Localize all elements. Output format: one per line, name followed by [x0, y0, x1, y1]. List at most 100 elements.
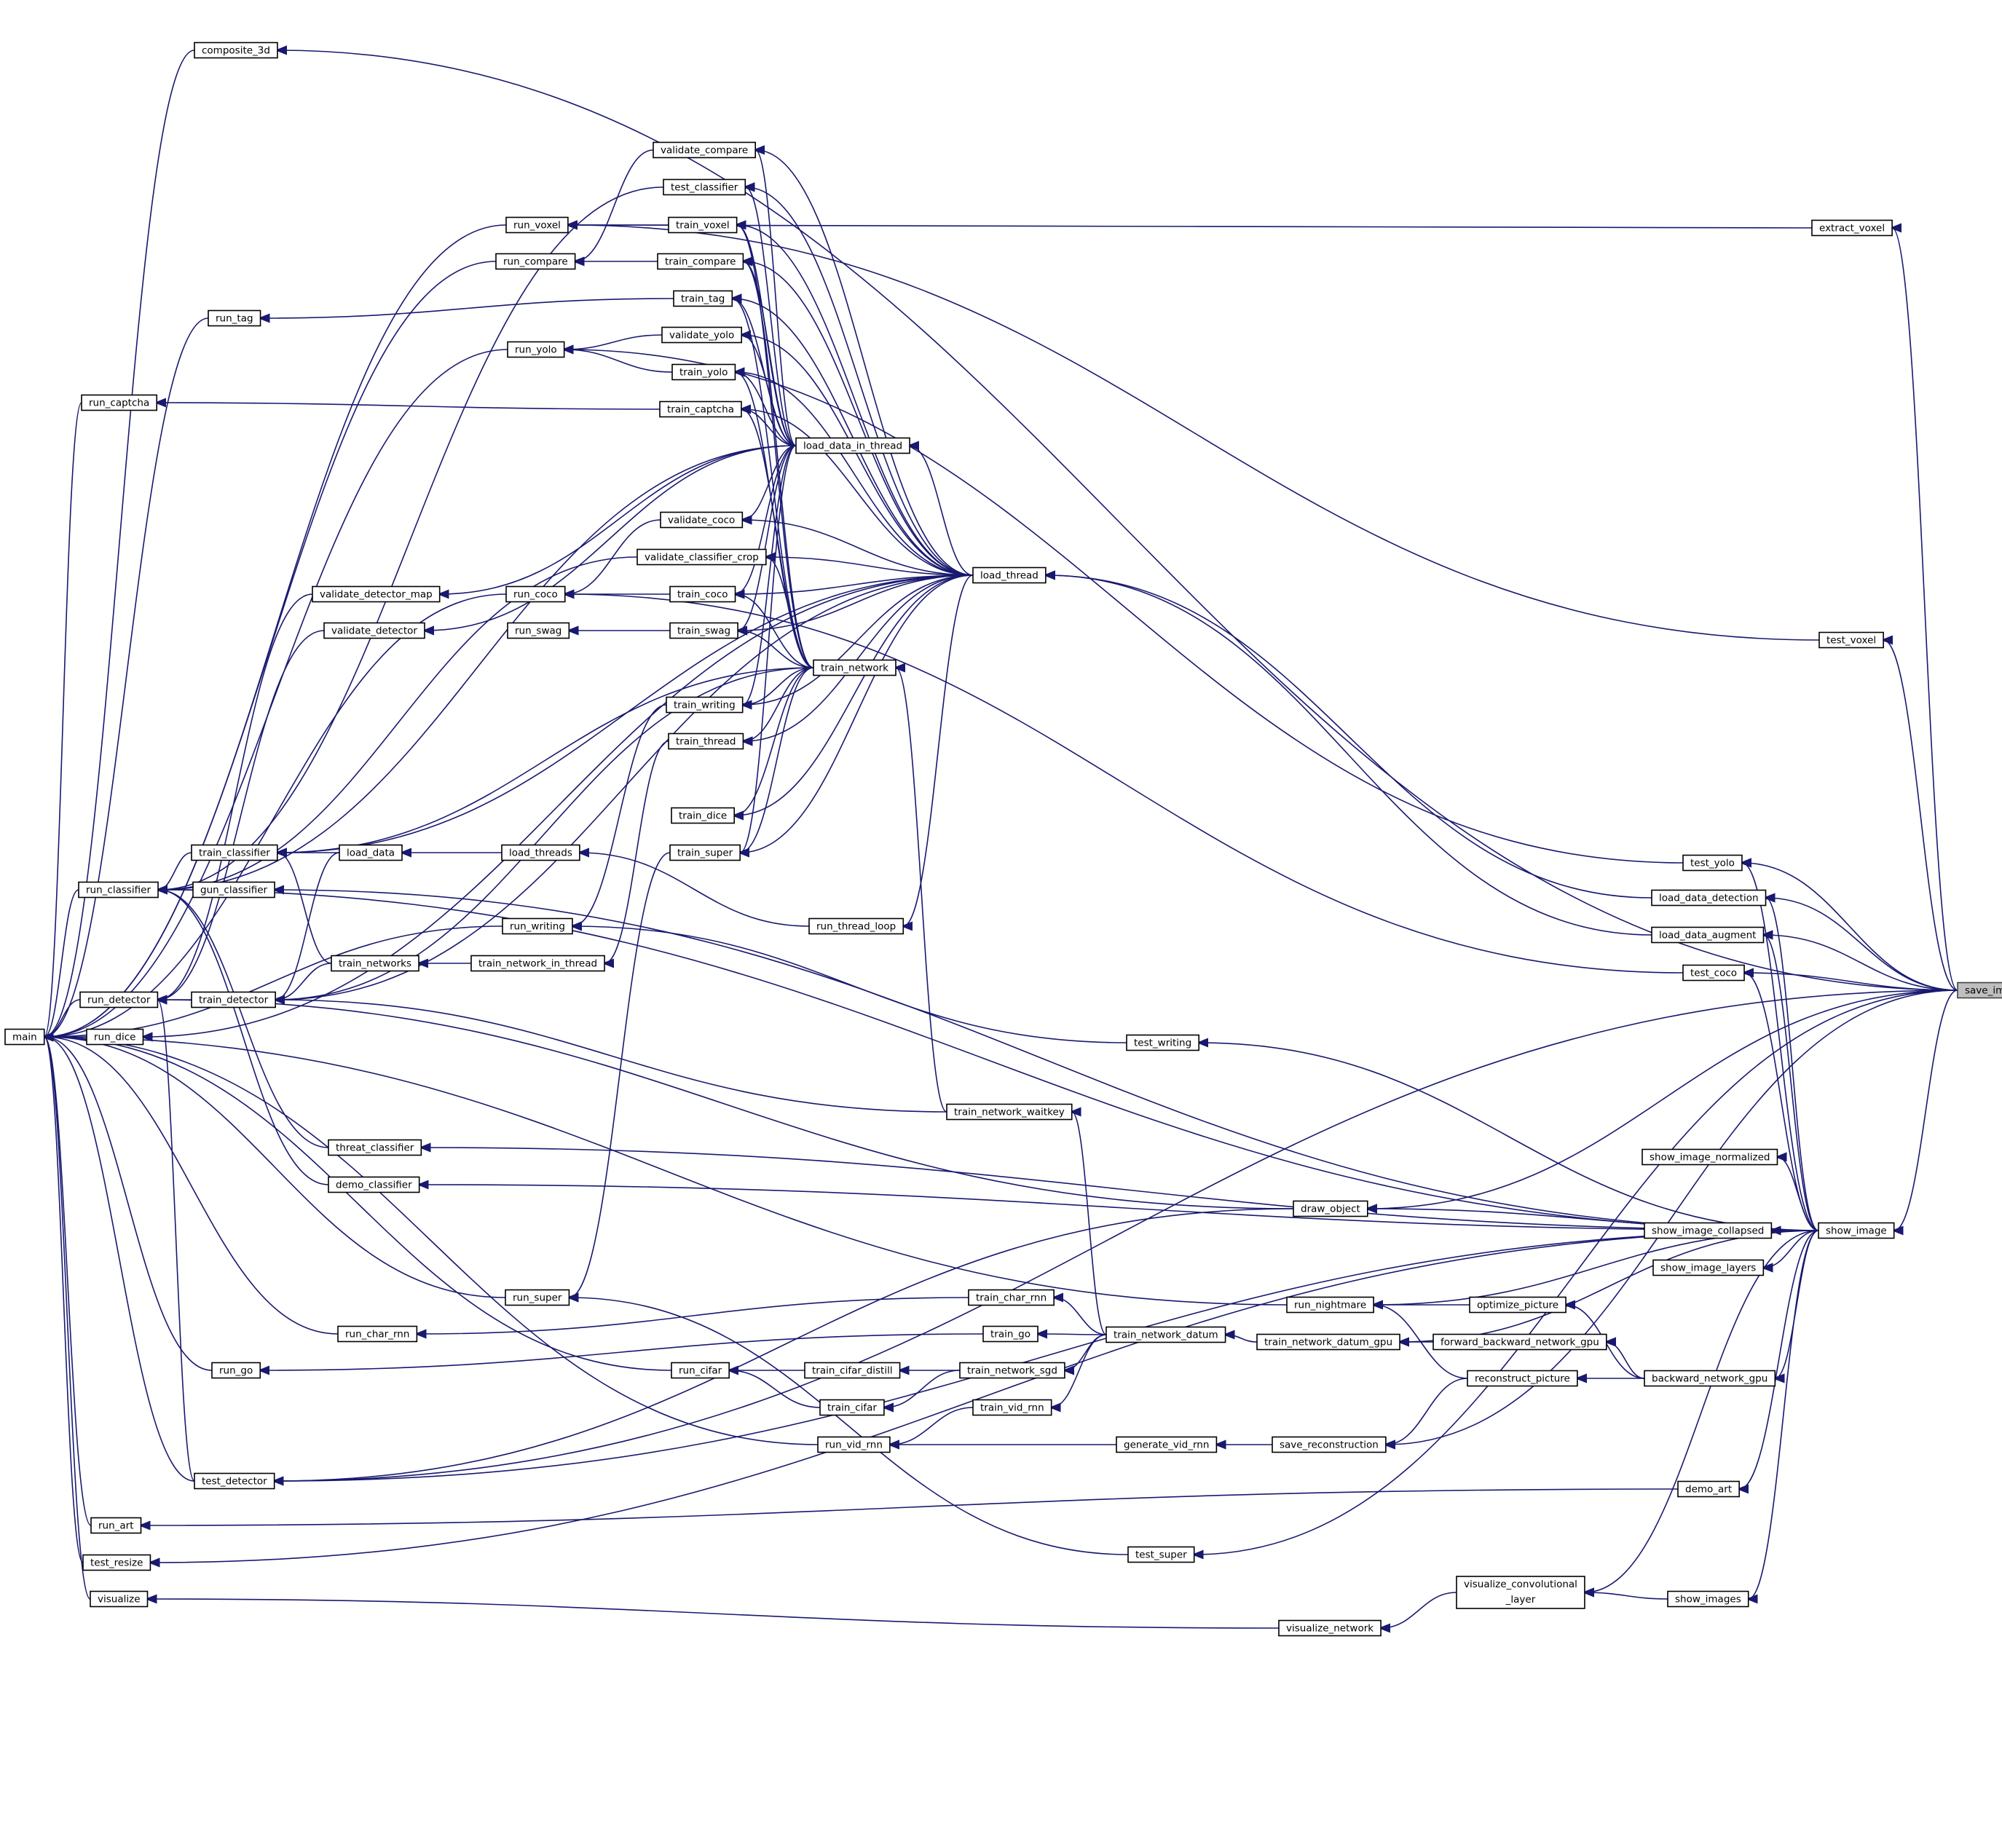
- node-run-dice[interactable]: run_dice: [86, 1028, 144, 1046]
- node-run-compare[interactable]: run_compare: [495, 253, 576, 270]
- node-run-thread-loop[interactable]: run_thread_loop: [808, 917, 905, 935]
- node-train-compare[interactable]: train_compare: [657, 253, 744, 270]
- node-load-data-in-thread[interactable]: load_data_in_thread: [795, 437, 910, 454]
- node-run-swag[interactable]: run_swag: [507, 622, 570, 639]
- node-train-tag[interactable]: train_tag: [673, 290, 733, 307]
- node-train-network-datum-gpu[interactable]: train_network_datum_gpu: [1256, 1333, 1400, 1351]
- node-validate-coco[interactable]: validate_coco: [660, 511, 744, 529]
- node-validate-yolo[interactable]: validate_yolo: [661, 326, 743, 344]
- node-train-writing[interactable]: train_writing: [666, 696, 744, 714]
- node-show-image-collapsed[interactable]: show_image_collapsed: [1644, 1222, 1773, 1239]
- node-test-super[interactable]: test_super: [1127, 1546, 1195, 1563]
- node-test-yolo[interactable]: test_yolo: [1682, 854, 1743, 872]
- node-train-vid-rnn[interactable]: train_vid_rnn: [972, 1399, 1052, 1416]
- node-extract-voxel[interactable]: extract_voxel: [1811, 219, 1893, 237]
- edge-visualize-convolutional-layer-to-show-image: [1585, 1230, 1819, 1592]
- node-train-cifar[interactable]: train_cifar: [819, 1399, 885, 1416]
- node-test-resize[interactable]: test_resize: [82, 1554, 151, 1571]
- node-train-network-datum[interactable]: train_network_datum: [1106, 1326, 1226, 1343]
- node-train-voxel[interactable]: train_voxel: [668, 216, 738, 234]
- node-train-coco[interactable]: train_coco: [669, 585, 736, 603]
- node-run-nightmare[interactable]: run_nightmare: [1286, 1296, 1374, 1314]
- node-train-thread[interactable]: train_thread: [668, 733, 744, 750]
- node-load-data-detection[interactable]: load_data_detection: [1651, 889, 1767, 907]
- node-box: [505, 216, 569, 234]
- node-test-coco[interactable]: test_coco: [1682, 964, 1745, 982]
- edge-train-captcha-to-load-thread: [741, 409, 974, 576]
- node-demo-art[interactable]: demo_art: [1677, 1480, 1740, 1498]
- node-train-super[interactable]: train_super: [669, 844, 741, 861]
- node-run-art[interactable]: run_art: [90, 1517, 142, 1534]
- node-gun-classifier[interactable]: gun_classifier: [192, 881, 275, 899]
- node-show-image[interactable]: show_image: [1818, 1222, 1895, 1239]
- edge-train-network-to-train-network-waitkey: [896, 668, 947, 1113]
- node-draw-object[interactable]: draw_object: [1293, 1200, 1368, 1217]
- node-show-images[interactable]: show_images: [1667, 1590, 1749, 1608]
- node-train-network-sgd[interactable]: train_network_sgd: [959, 1362, 1065, 1379]
- node-validate-classifier-crop[interactable]: validate_classifier_crop: [637, 548, 767, 566]
- edge-run-classifier-to-demo-classifier: [158, 890, 329, 1185]
- node-visualize[interactable]: visualize: [90, 1590, 149, 1608]
- node-save-reconstruction[interactable]: save_reconstruction: [1272, 1436, 1387, 1453]
- node-composite-3d[interactable]: composite_3d: [194, 42, 278, 59]
- node-generate-vid-rnn[interactable]: generate_vid_rnn: [1116, 1436, 1218, 1453]
- node-show-image-normalized[interactable]: show_image_normalized: [1642, 1148, 1778, 1166]
- node-run-voxel[interactable]: run_voxel: [505, 216, 569, 234]
- node-run-detector[interactable]: run_detector: [79, 991, 159, 1008]
- node-forward-backward-network-gpu[interactable]: forward_backward_network_gpu: [1432, 1333, 1607, 1351]
- node-reconstruct-picture[interactable]: reconstruct_picture: [1467, 1370, 1578, 1387]
- node-run-yolo[interactable]: run_yolo: [507, 341, 565, 358]
- node-test-writing[interactable]: test_writing: [1126, 1034, 1199, 1051]
- node-run-char-rnn[interactable]: run_char_rnn: [337, 1325, 418, 1343]
- node-label: run_detector: [87, 995, 151, 1006]
- node-run-super[interactable]: run_super: [505, 1289, 570, 1306]
- node-backward-network-gpu[interactable]: backward_network_gpu: [1644, 1370, 1776, 1387]
- node-test-voxel[interactable]: test_voxel: [1818, 631, 1884, 649]
- node-train-networks[interactable]: train_networks: [331, 955, 419, 972]
- node-validate-detector[interactable]: validate_detector: [323, 622, 425, 639]
- node-box: [1667, 1590, 1749, 1608]
- node-load-threads[interactable]: load_threads: [501, 844, 580, 861]
- node-test-detector[interactable]: test_detector: [194, 1472, 275, 1490]
- node-load-thread[interactable]: load_thread: [972, 566, 1047, 584]
- node-box: [79, 991, 159, 1008]
- node-train-detector[interactable]: train_detector: [191, 991, 276, 1008]
- node-run-coco[interactable]: run_coco: [505, 585, 566, 603]
- node-train-classifier[interactable]: train_classifier: [191, 844, 278, 861]
- node-box: [328, 1139, 422, 1156]
- node-save-image[interactable]: save_image: [1957, 982, 2002, 999]
- node-box: [1818, 1222, 1895, 1239]
- node-threat-classifier[interactable]: threat_classifier: [328, 1139, 422, 1156]
- node-run-writing[interactable]: run_writing: [502, 917, 573, 935]
- node-show-image-layers[interactable]: show_image_layers: [1652, 1259, 1765, 1276]
- node-optimize-picture[interactable]: optimize_picture: [1469, 1296, 1566, 1314]
- node-run-classifier[interactable]: run_classifier: [78, 881, 159, 899]
- node-validate-compare[interactable]: validate_compare: [653, 141, 757, 159]
- node-label: optimize_picture: [1477, 1300, 1558, 1311]
- node-load-data[interactable]: load_data: [339, 844, 403, 861]
- node-visualize-convolutional-layer[interactable]: visualize_convolutional_layer: [1456, 1576, 1585, 1609]
- node-train-captcha[interactable]: train_captcha: [659, 400, 742, 418]
- node-main[interactable]: main: [4, 1028, 45, 1046]
- node-demo-classifier[interactable]: demo_classifier: [328, 1176, 420, 1193]
- node-visualize-network[interactable]: visualize_network: [1278, 1619, 1382, 1637]
- node-run-captcha[interactable]: run_captcha: [81, 394, 158, 411]
- node-train-go[interactable]: train_go: [982, 1325, 1039, 1343]
- node-run-tag[interactable]: run_tag: [208, 309, 261, 327]
- node-run-go[interactable]: run_go: [211, 1362, 261, 1379]
- node-label: train_coco: [677, 589, 728, 601]
- node-train-network-waitkey[interactable]: train_network_waitkey: [946, 1103, 1073, 1121]
- node-train-network-in-thread[interactable]: train_network_in_thread: [470, 955, 605, 972]
- node-run-cifar[interactable]: run_cifar: [671, 1362, 730, 1379]
- node-train-cifar-distill[interactable]: train_cifar_distill: [804, 1362, 901, 1379]
- node-train-dice[interactable]: train_dice: [671, 807, 736, 824]
- edge-load-data-augment-to-save-image: [1763, 935, 1958, 991]
- node-train-network[interactable]: train_network: [813, 659, 896, 676]
- node-load-data-augment[interactable]: load_data_augment: [1651, 926, 1765, 944]
- node-train-swag[interactable]: train_swag: [669, 622, 738, 639]
- node-validate-detector-map[interactable]: validate_detector_map: [312, 585, 441, 603]
- node-run-vid-rnn[interactable]: run_vid_rnn: [817, 1436, 891, 1453]
- node-test-classifier[interactable]: test_classifier: [663, 178, 746, 196]
- node-train-yolo[interactable]: train_yolo: [671, 363, 736, 381]
- node-train-char-rnn[interactable]: train_char_rnn: [968, 1289, 1055, 1306]
